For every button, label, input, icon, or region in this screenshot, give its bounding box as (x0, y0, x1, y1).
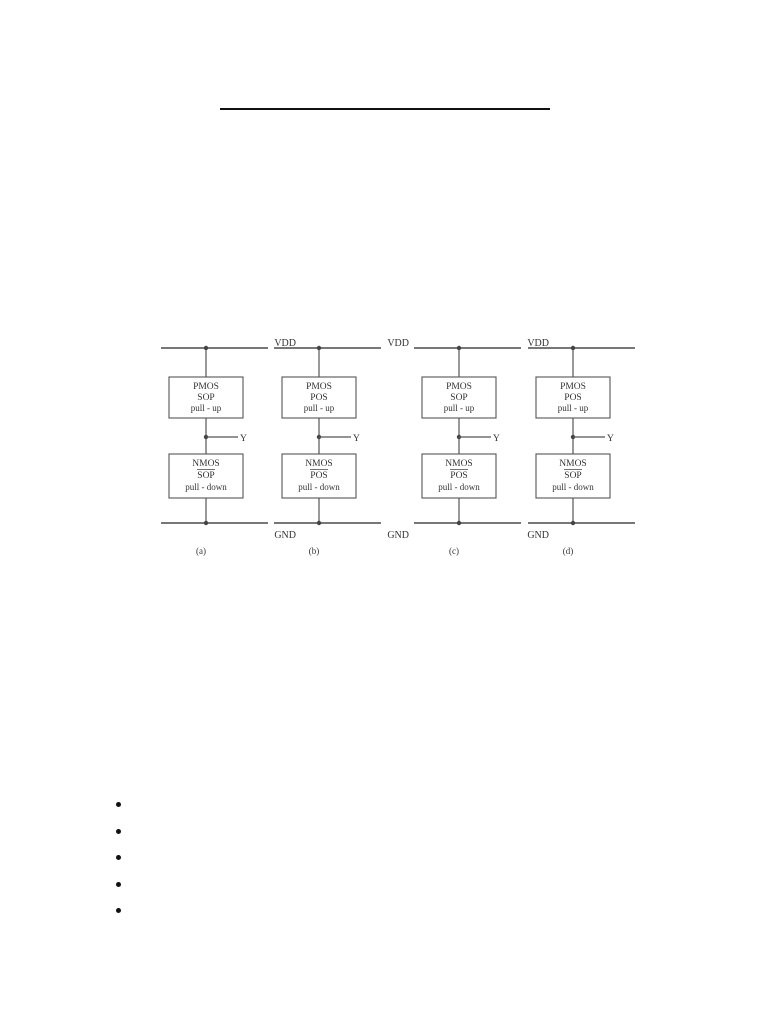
pull-up-type: PMOS (446, 382, 472, 392)
pull-down-block (281, 453, 357, 499)
output-label: Y (493, 434, 500, 444)
junction-dot (316, 520, 322, 526)
junction-dot (570, 345, 576, 351)
pull-up-block (168, 376, 244, 419)
junction-dot (456, 345, 462, 351)
pull-up-form: POS (310, 393, 327, 403)
pull-down-label: pull - down (552, 482, 594, 492)
pull-down-type: NMOS (559, 459, 586, 469)
pull-up-form: POS (564, 393, 581, 403)
pull-down-form: SOP (197, 471, 214, 481)
pull-up-form: SOP (197, 393, 214, 403)
junction-dot (570, 434, 576, 440)
pull-down-form: POS (310, 471, 327, 481)
pull-down-block (535, 453, 611, 499)
pull-up-form: SOP (450, 393, 467, 403)
pull-up-block (421, 376, 497, 419)
pull-up-type: PMOS (193, 382, 219, 392)
junction-dot (203, 520, 209, 526)
title-underline (220, 108, 550, 110)
output-label: Y (240, 434, 247, 444)
panel-caption: (d) (563, 546, 574, 556)
pull-down-form: SOP (564, 471, 581, 481)
pull-down-block (168, 453, 244, 499)
gnd-label: GND (387, 530, 409, 541)
pull-down-block (421, 453, 497, 499)
pull-down-label: pull - down (438, 482, 480, 492)
vdd-label: VDD (387, 338, 409, 349)
pull-up-block (281, 376, 357, 419)
gnd-label: GND (527, 530, 549, 541)
junction-dot (316, 345, 322, 351)
pull-down-type: NMOS (192, 459, 219, 469)
pull-up-label: pull - up (191, 403, 222, 413)
junction-dot (570, 520, 576, 526)
pull-down-type: NMOS (445, 459, 472, 469)
gnd-label: GND (274, 530, 296, 541)
pull-up-type: PMOS (560, 382, 586, 392)
output-label: Y (353, 434, 360, 444)
pull-down-label: pull - down (298, 482, 340, 492)
vdd-label: VDD (274, 338, 296, 349)
pull-down-type: NMOS (305, 459, 332, 469)
panel-caption: (c) (449, 546, 459, 556)
junction-dot (456, 520, 462, 526)
pull-up-block (535, 376, 611, 419)
pull-down-form: POS (450, 471, 467, 481)
pull-down-label: pull - down (185, 482, 227, 492)
output-label: Y (607, 434, 614, 444)
pull-up-label: pull - up (444, 403, 475, 413)
panel-caption: (b) (309, 546, 320, 556)
junction-dot (203, 345, 209, 351)
vdd-label: VDD (527, 338, 549, 349)
pull-up-label: pull - up (304, 403, 335, 413)
pull-up-label: pull - up (558, 403, 589, 413)
panel-caption: (a) (196, 546, 206, 556)
pull-up-type: PMOS (306, 382, 332, 392)
